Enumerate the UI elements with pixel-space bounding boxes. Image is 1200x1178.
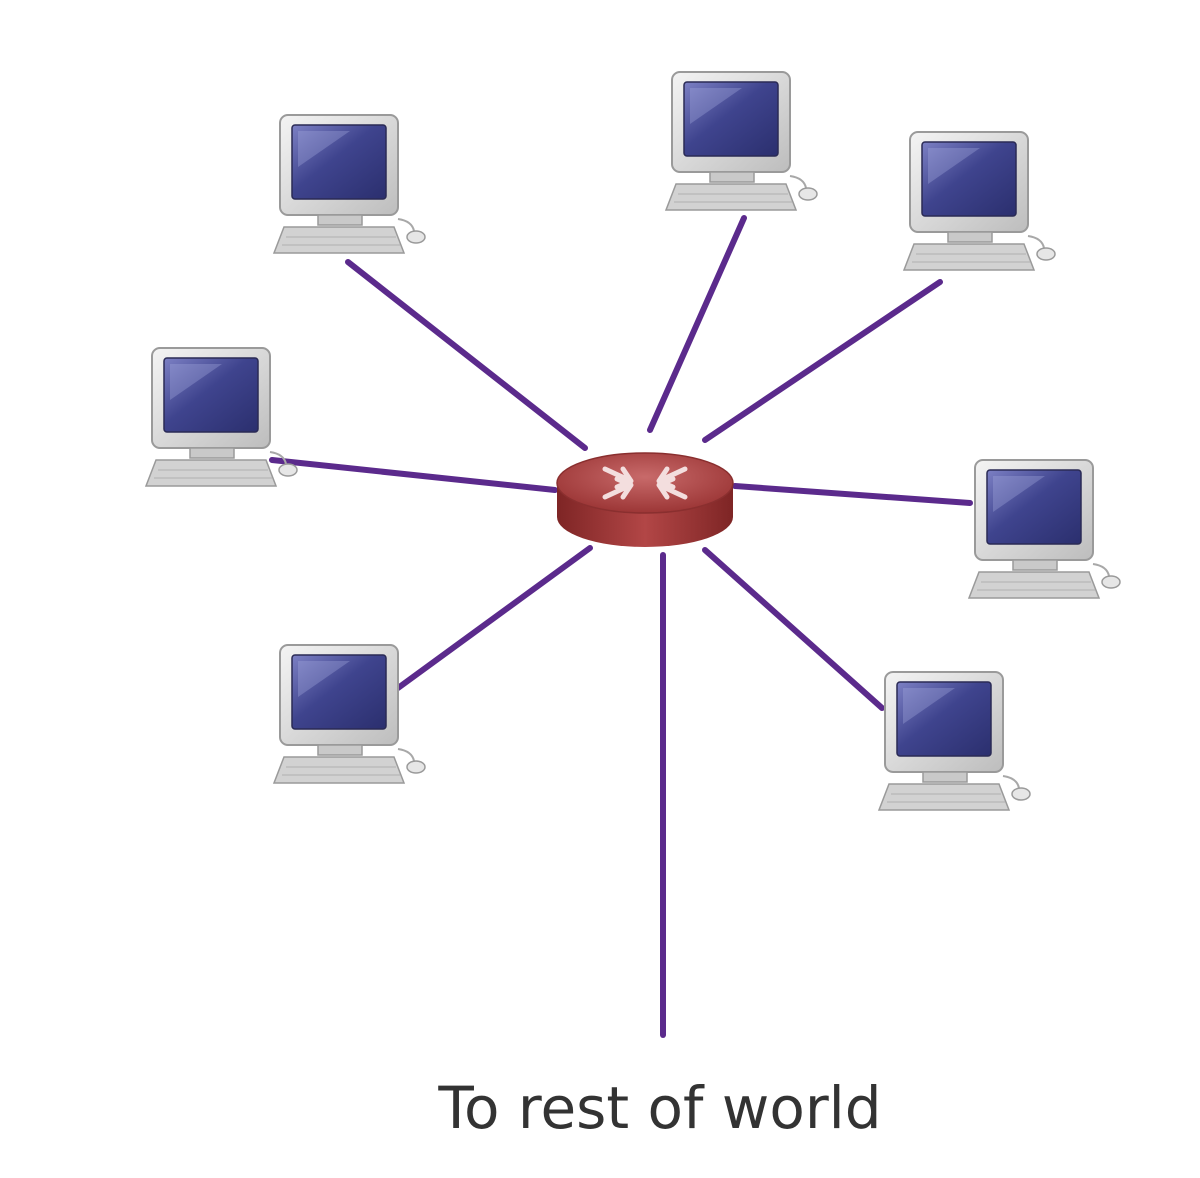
desktop-computer-icon: [273, 114, 426, 254]
desktop-computer-icon: [273, 644, 426, 784]
link-computer-bottom-left: [395, 545, 593, 691]
desktop-computer-icon: [903, 131, 1056, 271]
desktop-computer-icon: [878, 671, 1031, 811]
link-computer-bottom-right: [702, 547, 885, 711]
router-icon: [556, 452, 734, 547]
link-computer-top-right: [702, 279, 943, 443]
link-computer-left: [269, 457, 558, 493]
desktop-computer-icon: [665, 71, 818, 211]
link-computer-top-left: [345, 259, 588, 451]
caption-to-rest-of-world: To rest of world: [438, 1074, 882, 1142]
desktop-computer-icon: [968, 459, 1121, 599]
link-computer-right: [732, 483, 973, 506]
link-computer-top-center: [647, 215, 747, 433]
desktop-computer-icon: [145, 347, 298, 487]
network-links: [269, 215, 973, 1038]
